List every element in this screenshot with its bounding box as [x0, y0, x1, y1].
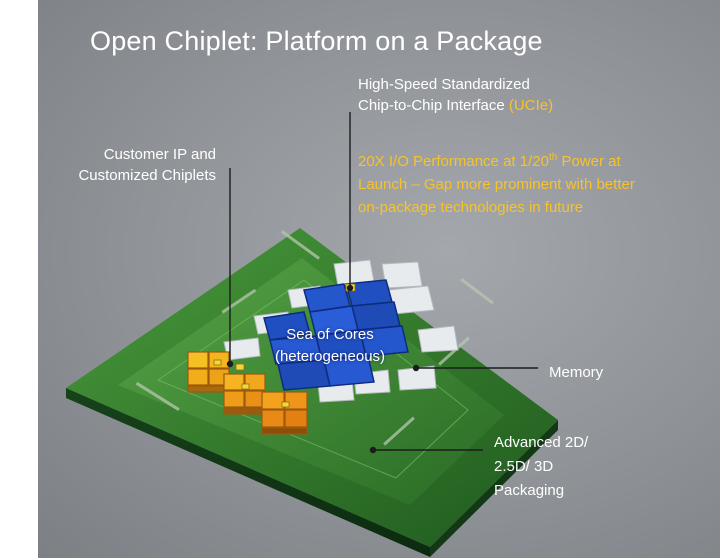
callout-line3: on-package technologies in future: [358, 199, 584, 216]
callout-line1-start: 20X I/O Performance at 1/20: [358, 153, 549, 170]
packaging-label-line1: Advanced 2D/: [494, 434, 589, 451]
performance-callout: 20X I/O Performance at 1/20th Power at L…: [358, 146, 635, 219]
chiplet-cluster-1: [187, 351, 230, 393]
callout-line1-end: Power at: [557, 153, 621, 170]
callout-line2: Launch – Gap more prominent with better: [358, 176, 635, 193]
page-title: Open Chiplet: Platform on a Package: [90, 26, 543, 56]
packaging-label: Advanced 2D/ 2.5D/ 3D Packaging: [494, 431, 588, 503]
customer-label-line1: Customer IP and: [103, 146, 216, 163]
packaging-label-line3: Packaging: [494, 482, 565, 499]
chiplet-cluster-3: [261, 391, 308, 435]
leader-lines: [226, 112, 538, 454]
sea-of-cores-label: Sea of Cores (heterogeneous): [250, 324, 410, 368]
sea-of-cores: [263, 279, 409, 391]
chiplet-cluster-2: [223, 373, 266, 415]
interface-label-line1: High-Speed Standardized: [358, 76, 530, 93]
custom-chiplets: [187, 351, 308, 435]
leader-dot-customer: [226, 360, 234, 368]
callout-line1: 20X I/O Performance at 1/20th Power at: [358, 146, 635, 173]
leader-dot-memory: [412, 364, 420, 372]
leader-dot-interface: [346, 284, 354, 292]
memory-label: Memory: [549, 364, 604, 381]
interposer-outline: [156, 279, 469, 479]
callout-superscript: th: [548, 152, 558, 163]
interface-label-line2: Chip-to-Chip Interface (UCIe): [358, 95, 553, 116]
interface-label: High-Speed Standardized Chip-to-Chip Int…: [358, 74, 553, 116]
sea-label-line1: Sea of Cores: [286, 326, 374, 343]
customer-label-line2: Customized Chiplets: [78, 167, 216, 184]
sea-label-line2: (heterogeneous): [274, 348, 386, 365]
leader-dot-packaging: [369, 446, 377, 454]
substrate-edge: [66, 388, 558, 557]
slide: Open Chiplet: Platform on a Package High…: [38, 0, 720, 558]
interface-label-text: Chip-to-Chip Interface: [358, 97, 505, 114]
packaging-label-line2: 2.5D/ 3D: [494, 458, 554, 475]
ucie-highlight: (UCIe): [508, 97, 554, 114]
customer-chiplets-label: Customer IP and Customized Chiplets: [48, 144, 216, 186]
chip-package-illustration: [66, 112, 558, 557]
